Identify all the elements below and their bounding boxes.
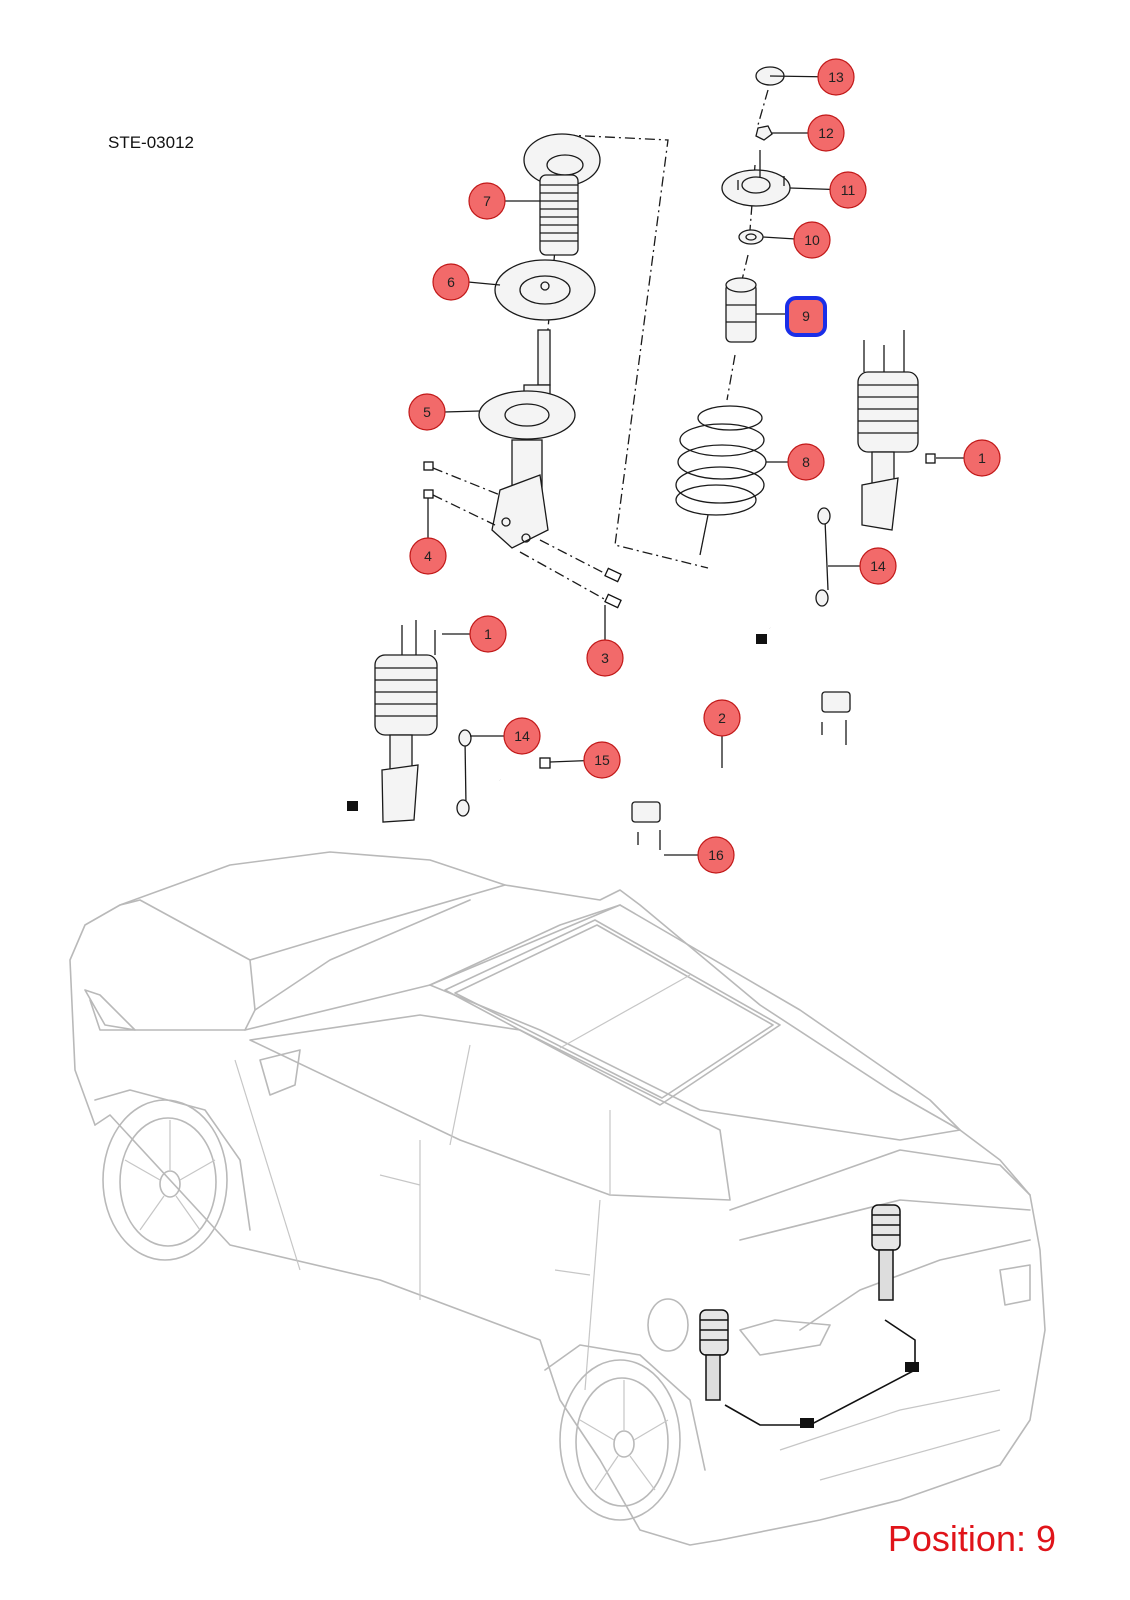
upper-spring-seat — [494, 259, 596, 321]
svg-text:1: 1 — [484, 626, 492, 642]
stabilizer-links — [456, 507, 831, 817]
svg-text:1: 1 — [978, 450, 986, 466]
svg-text:9: 9 — [802, 308, 810, 324]
callout-3[interactable]: 3 — [586, 639, 624, 677]
bump-stop — [725, 277, 757, 343]
svg-text:10: 10 — [804, 232, 820, 248]
callout-13[interactable]: 13 — [817, 58, 855, 96]
svg-text:12: 12 — [818, 125, 834, 141]
svg-text:4: 4 — [424, 548, 432, 564]
svg-text:2: 2 — [718, 710, 726, 726]
svg-text:14: 14 — [514, 728, 530, 744]
callout-1-right[interactable]: 1 — [963, 439, 1001, 477]
position-indicator: Position: 9 — [887, 1518, 1056, 1559]
callout-7[interactable]: 7 — [468, 182, 506, 220]
svg-text:6: 6 — [447, 274, 455, 290]
callout-10[interactable]: 10 — [793, 221, 831, 259]
strut-assembly — [478, 329, 576, 549]
strut-bolts — [423, 461, 622, 609]
rear-wheel — [544, 1344, 706, 1521]
coil-spring — [675, 405, 767, 516]
svg-text:16: 16 — [708, 847, 724, 863]
callout-5[interactable]: 5 — [408, 393, 446, 431]
callout-14-left[interactable]: 14 — [503, 717, 541, 755]
svg-text:11: 11 — [841, 182, 856, 198]
callout-15[interactable]: 15 — [583, 741, 621, 779]
callout-16[interactable]: 16 — [697, 836, 735, 874]
diagram-code: STE-03012 — [108, 133, 194, 152]
callout-11[interactable]: 11 — [829, 171, 867, 209]
front-wheel — [94, 1089, 251, 1261]
exploded-parts — [347, 66, 936, 850]
bearing-washer — [738, 229, 764, 245]
callout-4[interactable]: 4 — [409, 537, 447, 575]
svg-text:7: 7 — [483, 193, 491, 209]
assembled-strut-right — [857, 330, 936, 531]
svg-text:3: 3 — [601, 650, 609, 666]
callout-9-selected[interactable]: 9 — [785, 296, 827, 337]
callout-12[interactable]: 12 — [807, 114, 845, 152]
dust-boot — [523, 133, 601, 256]
callout-8[interactable]: 8 — [787, 443, 825, 481]
svg-text:5: 5 — [423, 404, 431, 420]
svg-text:13: 13 — [828, 69, 844, 85]
top-mount — [721, 150, 791, 207]
callout-1-left[interactable]: 1 — [469, 615, 507, 653]
svg-text:15: 15 — [594, 752, 610, 768]
svg-text:14: 14 — [870, 558, 886, 574]
vehicle-outline — [69, 851, 1046, 1546]
svg-text:8: 8 — [802, 454, 810, 470]
assembled-strut-left — [347, 620, 438, 823]
callout-2[interactable]: 2 — [703, 699, 741, 737]
rear-suspension-in-vehicle — [699, 1204, 919, 1428]
callout-14-right[interactable]: 14 — [859, 547, 897, 585]
top-nut — [755, 125, 773, 141]
stabilizer-bar — [499, 626, 851, 850]
callout-6[interactable]: 6 — [432, 263, 470, 301]
